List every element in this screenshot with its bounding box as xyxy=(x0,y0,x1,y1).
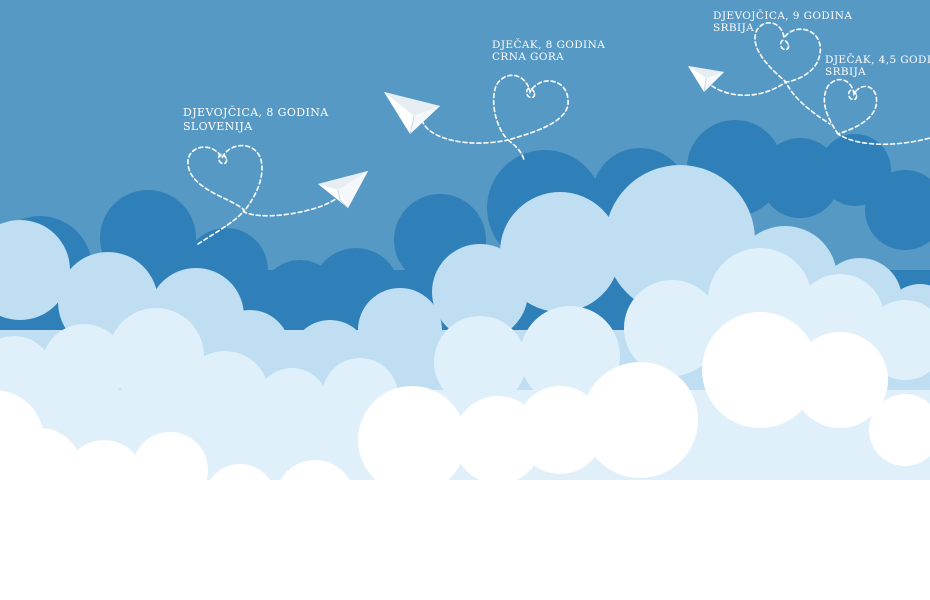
caption-line-age: DJEČAK, 8 GODINA xyxy=(492,39,606,51)
cloud-layer-white xyxy=(0,312,930,600)
heart-loop-icon xyxy=(187,144,351,245)
caption-line-age: DJEVOJČICA, 8 GODINA xyxy=(183,106,329,119)
heart-loop-icon xyxy=(525,87,536,99)
heart-loop-icon xyxy=(847,89,858,101)
paper-plane-2 xyxy=(384,92,440,135)
caption-line-age: DJEČAK, 4,5 GODINA xyxy=(825,54,930,66)
caption-line-age: DJEVOJČICA, 9 GODINA xyxy=(713,10,853,22)
caption-girl-serbia: DJEVOJČICA, 9 GODINA SRBIJA xyxy=(713,10,852,34)
caption-line-country: CRNA GORA xyxy=(492,51,565,63)
caption-boy-montenegro: DJEČAK, 8 GODINA CRNA GORA xyxy=(492,39,605,63)
caption-line-country: SLOVENIJA xyxy=(183,120,253,133)
heart-loop-icon xyxy=(823,78,930,146)
paper-plane-1 xyxy=(318,171,368,209)
heart-loop-icon xyxy=(711,22,831,125)
caption-girl-slovenia: DJEVOJČICA, 8 GODINA SLOVENIJA xyxy=(183,106,329,134)
caption-line-country: SRBIJA xyxy=(713,22,755,34)
heart-loop-icon xyxy=(779,39,790,51)
heart-loop-icon xyxy=(217,153,228,165)
caption-line-country: SRBIJA xyxy=(825,66,867,78)
caption-boy-serbia: DJEČAK, 4,5 GODINA SRBIJA xyxy=(825,54,930,78)
paper-plane-3 xyxy=(688,66,724,93)
heart-loop-icon xyxy=(421,74,569,161)
flight-paths xyxy=(187,22,930,245)
